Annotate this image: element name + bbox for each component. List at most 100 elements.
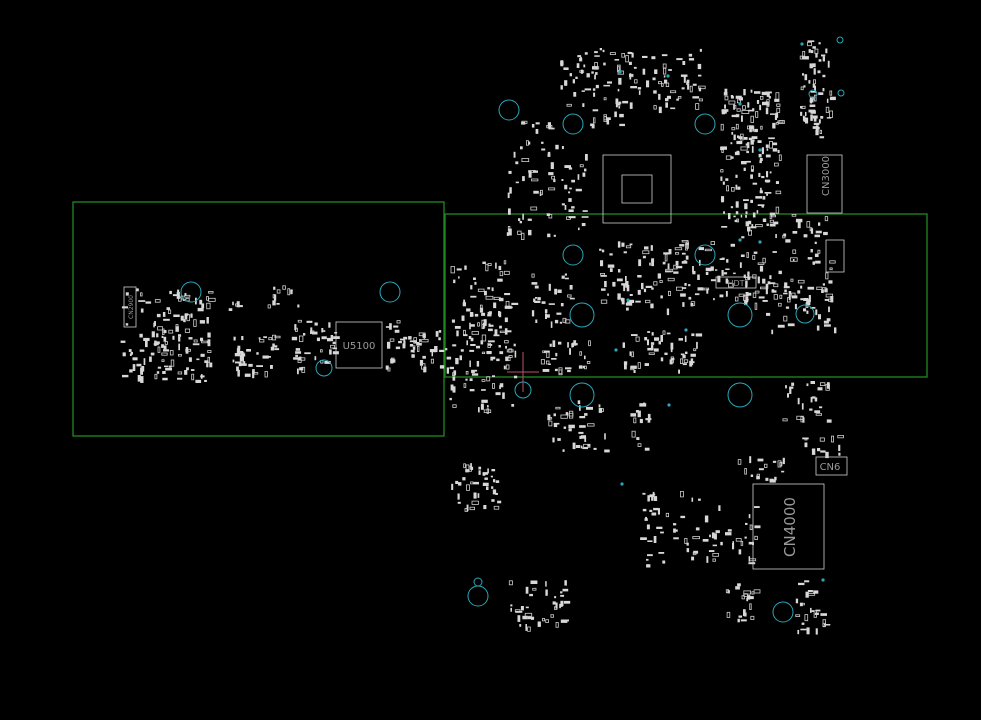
component-pad xyxy=(826,419,832,423)
component-pad xyxy=(513,343,516,347)
component-pad xyxy=(481,389,486,391)
component-pad xyxy=(741,161,747,165)
cn3000-connector[interactable]: CN3000 xyxy=(806,154,843,214)
component-pad xyxy=(646,564,651,568)
component-pad xyxy=(770,214,776,218)
hdt-component[interactable]: HDT xyxy=(715,276,757,289)
component-pad xyxy=(233,336,236,341)
hole xyxy=(694,244,716,266)
component-pad xyxy=(698,247,704,251)
component-pad xyxy=(681,87,685,90)
component-pad xyxy=(642,508,647,512)
component-pad xyxy=(754,525,761,529)
component-pad xyxy=(464,265,467,270)
component-pad xyxy=(403,336,408,340)
component-pad xyxy=(525,624,527,631)
component-pad xyxy=(831,435,835,443)
component-pad xyxy=(563,426,567,429)
component-pad xyxy=(272,300,276,306)
component-pad xyxy=(474,281,477,285)
component-pad xyxy=(603,84,610,87)
component-pad xyxy=(705,272,709,275)
u5100-chip[interactable]: U5100 xyxy=(335,321,383,369)
left-region-box[interactable] xyxy=(72,201,445,437)
component-pad xyxy=(294,324,297,331)
component-pad xyxy=(777,149,780,153)
component-pad xyxy=(675,529,678,532)
component-pad xyxy=(630,86,637,89)
component-pad xyxy=(676,58,683,61)
component-pad xyxy=(164,365,169,368)
component-pad xyxy=(814,410,821,413)
cn2900-connector[interactable]: CN2900 xyxy=(123,286,137,328)
component-pad xyxy=(533,298,536,303)
component-pad xyxy=(734,219,738,223)
component-pad xyxy=(651,512,657,516)
component-pad xyxy=(814,397,818,402)
component-pad xyxy=(161,344,164,348)
component-pad xyxy=(653,496,658,501)
cn4000-connector[interactable]: CN4000 xyxy=(752,483,825,570)
component-pad xyxy=(479,304,483,311)
component-pad xyxy=(822,88,825,92)
component-pad xyxy=(531,273,535,278)
component-pad xyxy=(487,340,495,343)
component-pad xyxy=(544,309,548,313)
via xyxy=(800,42,804,46)
component-pad xyxy=(572,342,574,347)
component-pad xyxy=(819,129,823,135)
component-pad xyxy=(825,293,833,298)
component-pad xyxy=(328,322,331,328)
component-pad xyxy=(522,615,528,620)
component-pad xyxy=(681,239,689,243)
component-pad xyxy=(695,103,700,110)
component-pad xyxy=(706,288,709,294)
component-pad xyxy=(814,241,817,244)
component-pad xyxy=(560,594,565,597)
component-pad xyxy=(566,103,572,107)
component-pad xyxy=(548,283,551,291)
component-pad xyxy=(751,136,758,139)
cn6-connector[interactable]: CN6 xyxy=(815,456,848,476)
component-pad xyxy=(577,55,582,58)
component-pad xyxy=(591,124,595,129)
component-pad xyxy=(545,581,547,587)
component-pad xyxy=(515,181,519,184)
right-region-box[interactable] xyxy=(444,213,928,378)
component-pad xyxy=(178,334,182,337)
component-pad xyxy=(311,331,318,335)
component-pad xyxy=(463,299,466,304)
component-pad xyxy=(132,364,136,371)
component-pad xyxy=(789,387,792,394)
component-pad xyxy=(783,292,788,295)
component-pad xyxy=(725,178,729,181)
component-pad xyxy=(621,283,627,286)
component-pad xyxy=(685,351,688,354)
component-pad xyxy=(827,60,830,68)
component-pad xyxy=(698,85,706,90)
component-pad xyxy=(168,329,174,334)
component-pad xyxy=(191,373,195,381)
component-pad xyxy=(304,352,311,355)
component-pad xyxy=(310,327,313,334)
component-pad xyxy=(161,359,165,362)
component-pad xyxy=(747,271,750,275)
component-pad xyxy=(528,170,532,178)
component-pad xyxy=(521,158,530,162)
component-pad xyxy=(207,332,211,338)
cpu-package[interactable] xyxy=(602,154,672,224)
component-pad xyxy=(743,294,746,301)
hole xyxy=(694,113,716,135)
component-pad xyxy=(808,49,811,53)
component-pad xyxy=(244,373,251,377)
component-pad xyxy=(737,135,740,139)
component-pad xyxy=(452,376,456,381)
component-pad xyxy=(737,186,741,190)
component-pad xyxy=(810,307,816,309)
component-pad xyxy=(499,351,504,355)
component-pad xyxy=(733,134,736,141)
component-pad xyxy=(579,164,584,168)
component-pad xyxy=(629,351,632,356)
component-pad xyxy=(637,443,642,447)
